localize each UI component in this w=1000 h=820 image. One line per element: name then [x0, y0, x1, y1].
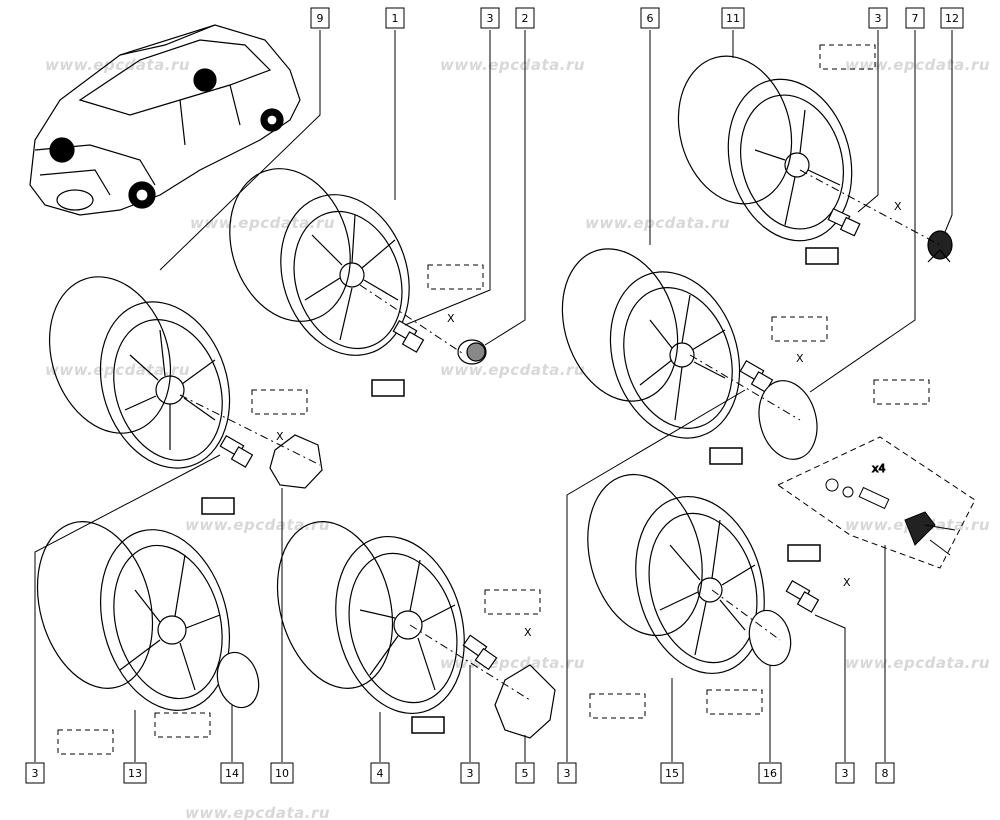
axis-mark: X	[843, 576, 851, 589]
wheel-11	[677, 55, 853, 242]
center-cap-16	[748, 609, 792, 667]
svg-text:3: 3	[842, 767, 849, 780]
callout-12: 12	[940, 7, 964, 29]
callout-8: 8	[875, 762, 895, 784]
callout-1: 1	[385, 7, 405, 29]
svg-text:7: 7	[912, 12, 919, 25]
leader-lines	[34, 30, 953, 762]
svg-text:10: 10	[275, 767, 289, 780]
svg-text:2: 2	[522, 12, 529, 25]
callout-15: 15	[660, 762, 684, 784]
bolt-4	[462, 634, 498, 671]
center-cap-14	[216, 651, 260, 709]
callout-10: 10	[270, 762, 294, 784]
axis-mark: X	[447, 312, 455, 325]
center-cap-5	[494, 664, 556, 739]
watermark: www.epcdata.ru	[185, 516, 330, 534]
svg-text:3: 3	[487, 12, 494, 25]
callout-14: 14	[220, 762, 244, 784]
bolt-15	[785, 579, 820, 613]
callout-7: 7	[905, 7, 925, 29]
callouts-top: 9 1 3 2 6 11 3 7 12	[310, 7, 964, 29]
svg-text:3: 3	[564, 767, 571, 780]
axis-mark: X	[894, 200, 902, 213]
callouts-bottom: 3 13 14 10 4 3 5 3 15 16 3 8	[25, 762, 895, 784]
svg-text:5: 5	[522, 767, 529, 780]
hub-cover-7	[758, 380, 818, 460]
callout-16: 16	[758, 762, 782, 784]
callout-3: 3	[868, 7, 888, 29]
wheel-13	[36, 521, 231, 711]
watermark: www.epcdata.ru	[185, 804, 330, 820]
car-drawing	[29, 24, 301, 216]
callout-4: 4	[370, 762, 390, 784]
watermark: www.epcdata.ru	[190, 214, 335, 232]
svg-text:14: 14	[225, 767, 239, 780]
axis-lines	[179, 169, 941, 701]
svg-text:3: 3	[875, 12, 882, 25]
axis-mark: X	[796, 352, 804, 365]
reference-boxes	[57, 44, 930, 755]
axis-labels: X X X X X X	[276, 200, 902, 639]
watermark: www.epcdata.ru	[45, 361, 190, 379]
axis-mark: X	[524, 626, 532, 639]
wheel-15	[587, 473, 765, 675]
callout-11: 11	[721, 7, 745, 29]
wheel-4	[276, 521, 465, 715]
callout-3: 3	[557, 762, 577, 784]
axis-mark: X	[276, 430, 284, 443]
svg-text:3: 3	[32, 767, 39, 780]
wheel-9	[48, 276, 231, 469]
callout-3: 3	[480, 7, 500, 29]
svg-text:1: 1	[392, 12, 399, 25]
svg-text:9: 9	[317, 12, 324, 25]
lock-key-12	[927, 230, 953, 263]
watermark: www.epcdata.ru	[845, 654, 990, 672]
callout-3: 3	[835, 762, 855, 784]
svg-text:6: 6	[647, 12, 654, 25]
bolt-1	[392, 319, 425, 353]
callout-6: 6	[640, 7, 660, 29]
svg-text:15: 15	[665, 767, 679, 780]
callout-5: 5	[515, 762, 535, 784]
code-boxes	[201, 247, 839, 734]
wheel-6	[561, 248, 741, 439]
callout-3: 3	[460, 762, 480, 784]
svg-text:4: 4	[377, 767, 384, 780]
watermark: www.epcdata.ru	[440, 56, 585, 74]
center-cap-10	[269, 434, 323, 489]
svg-text:13: 13	[128, 767, 142, 780]
watermark: www.epcdata.ru	[440, 361, 585, 379]
watermark: www.epcdata.ru	[45, 56, 190, 74]
callout-2: 2	[515, 7, 535, 29]
bolt-11	[827, 207, 861, 237]
svg-text:12: 12	[945, 12, 959, 25]
lock-set-8: x4	[777, 436, 976, 569]
svg-text:3: 3	[467, 767, 474, 780]
callout-13: 13	[123, 762, 147, 784]
quantity-label: x4	[872, 462, 886, 475]
svg-text:11: 11	[726, 12, 740, 25]
center-cap-2	[457, 339, 487, 365]
watermark: www.epcdata.ru	[585, 214, 730, 232]
wheel-1	[229, 168, 410, 356]
callout-3: 3	[25, 762, 45, 784]
watermark: www.epcdata.ru	[845, 56, 990, 74]
callout-9: 9	[310, 7, 330, 29]
bolt-9	[219, 434, 254, 468]
svg-text:8: 8	[882, 767, 889, 780]
svg-text:16: 16	[763, 767, 777, 780]
